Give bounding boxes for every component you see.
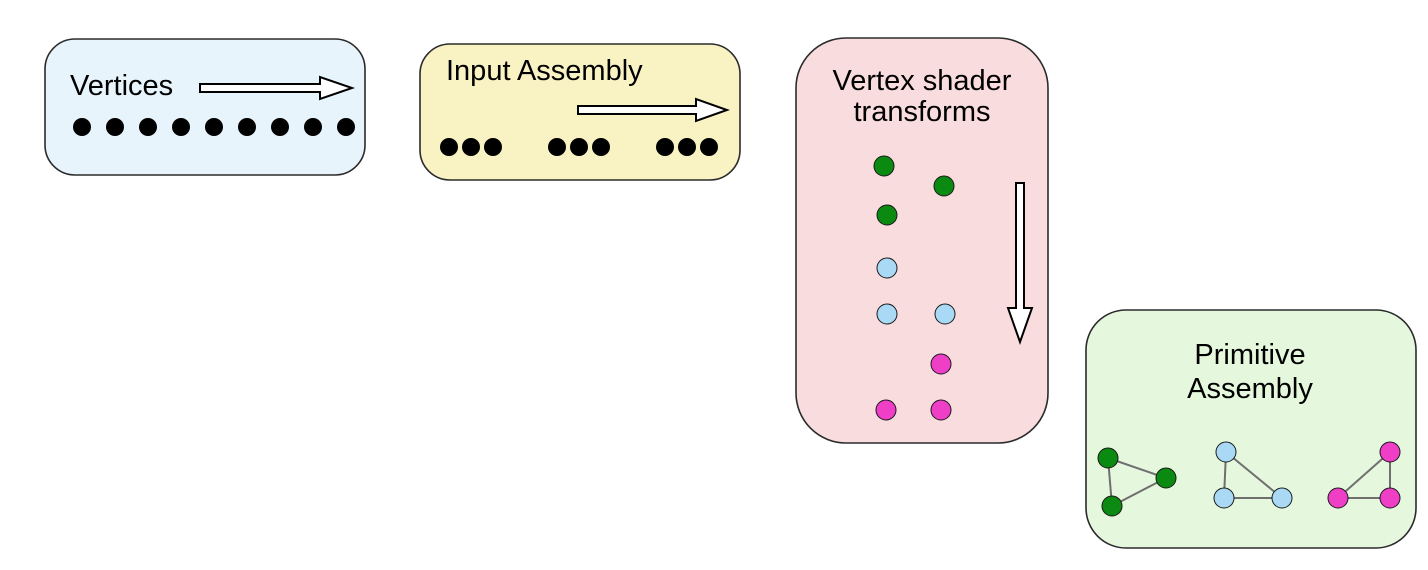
vertex-dot [570,138,588,156]
primitive-assembly-box [1085,309,1417,549]
input-assembly-triplet-3 [656,138,718,156]
triangle-edges [1222,449,1285,499]
magenta-triangle [1327,441,1401,509]
vertex-dot [106,118,124,136]
vertex-shader-label-line1: Vertex shader [833,65,1012,97]
input-assembly-stage: Input Assembly [419,43,741,181]
vertex-dot [462,138,480,156]
green-vertex [1101,495,1123,517]
vertex-dot [271,118,289,136]
vertices-label: Vertices [70,70,173,102]
vertex-dot [73,118,91,136]
vertex-shader-down-arrow [1006,182,1034,346]
vertex-dot [592,138,610,156]
input-assembly-triplet-1 [440,138,502,156]
vertex-dot [700,138,718,156]
vertex-shader-label-line2: transforms [854,96,991,128]
light-blue-vertex [934,303,956,325]
vertices-dot-row [73,118,355,136]
vertex-dot [205,118,223,136]
magenta-vertex [930,353,952,375]
vertices-arrow [199,75,356,101]
magenta-vertex [1379,441,1401,463]
vertices-stage: Vertices [44,38,366,176]
input-assembly-triplet-2 [548,138,610,156]
magenta-vertex [875,399,897,421]
green-triangle [1097,447,1177,517]
vertex-dot [440,138,458,156]
green-vertex [873,155,895,177]
primitive-assembly-label-line1: Primitive [1194,339,1305,371]
vertex-dot [678,138,696,156]
green-vertex [1097,447,1119,469]
magenta-vertex [1379,487,1401,509]
green-vertex [876,204,898,226]
vertex-shader-stage: Vertex shader transforms [795,37,1049,444]
light-blue-vertex [876,257,898,279]
green-vertex [933,175,955,197]
primitive-assembly-label-line2: Assembly [1187,373,1313,405]
vertices-box [44,38,366,176]
light-blue-vertex [1213,487,1235,509]
magenta-vertex [930,399,952,421]
vertex-dot [656,138,674,156]
vertex-dot [304,118,322,136]
vertex-dot [337,118,355,136]
input-assembly-label: Input Assembly [446,55,643,87]
primitive-assembly-stage: Primitive Assembly [1085,309,1417,549]
vertex-dot [139,118,157,136]
light-blue-vertex [1271,487,1293,509]
light-blue-vertex [876,303,898,325]
magenta-vertex [1327,487,1349,509]
green-vertex [1155,467,1177,489]
vertex-dot [484,138,502,156]
vertex-dot [238,118,256,136]
transformed-vertices [873,155,956,421]
vertex-shader-box [795,37,1049,444]
vertex-dot [548,138,566,156]
light-blue-vertex [1215,441,1237,463]
light-blue-triangle [1213,441,1293,509]
triangle-edges [1335,449,1391,499]
input-assembly-arrow [577,97,730,123]
vertex-dot [172,118,190,136]
triangle-edges [1106,456,1169,508]
